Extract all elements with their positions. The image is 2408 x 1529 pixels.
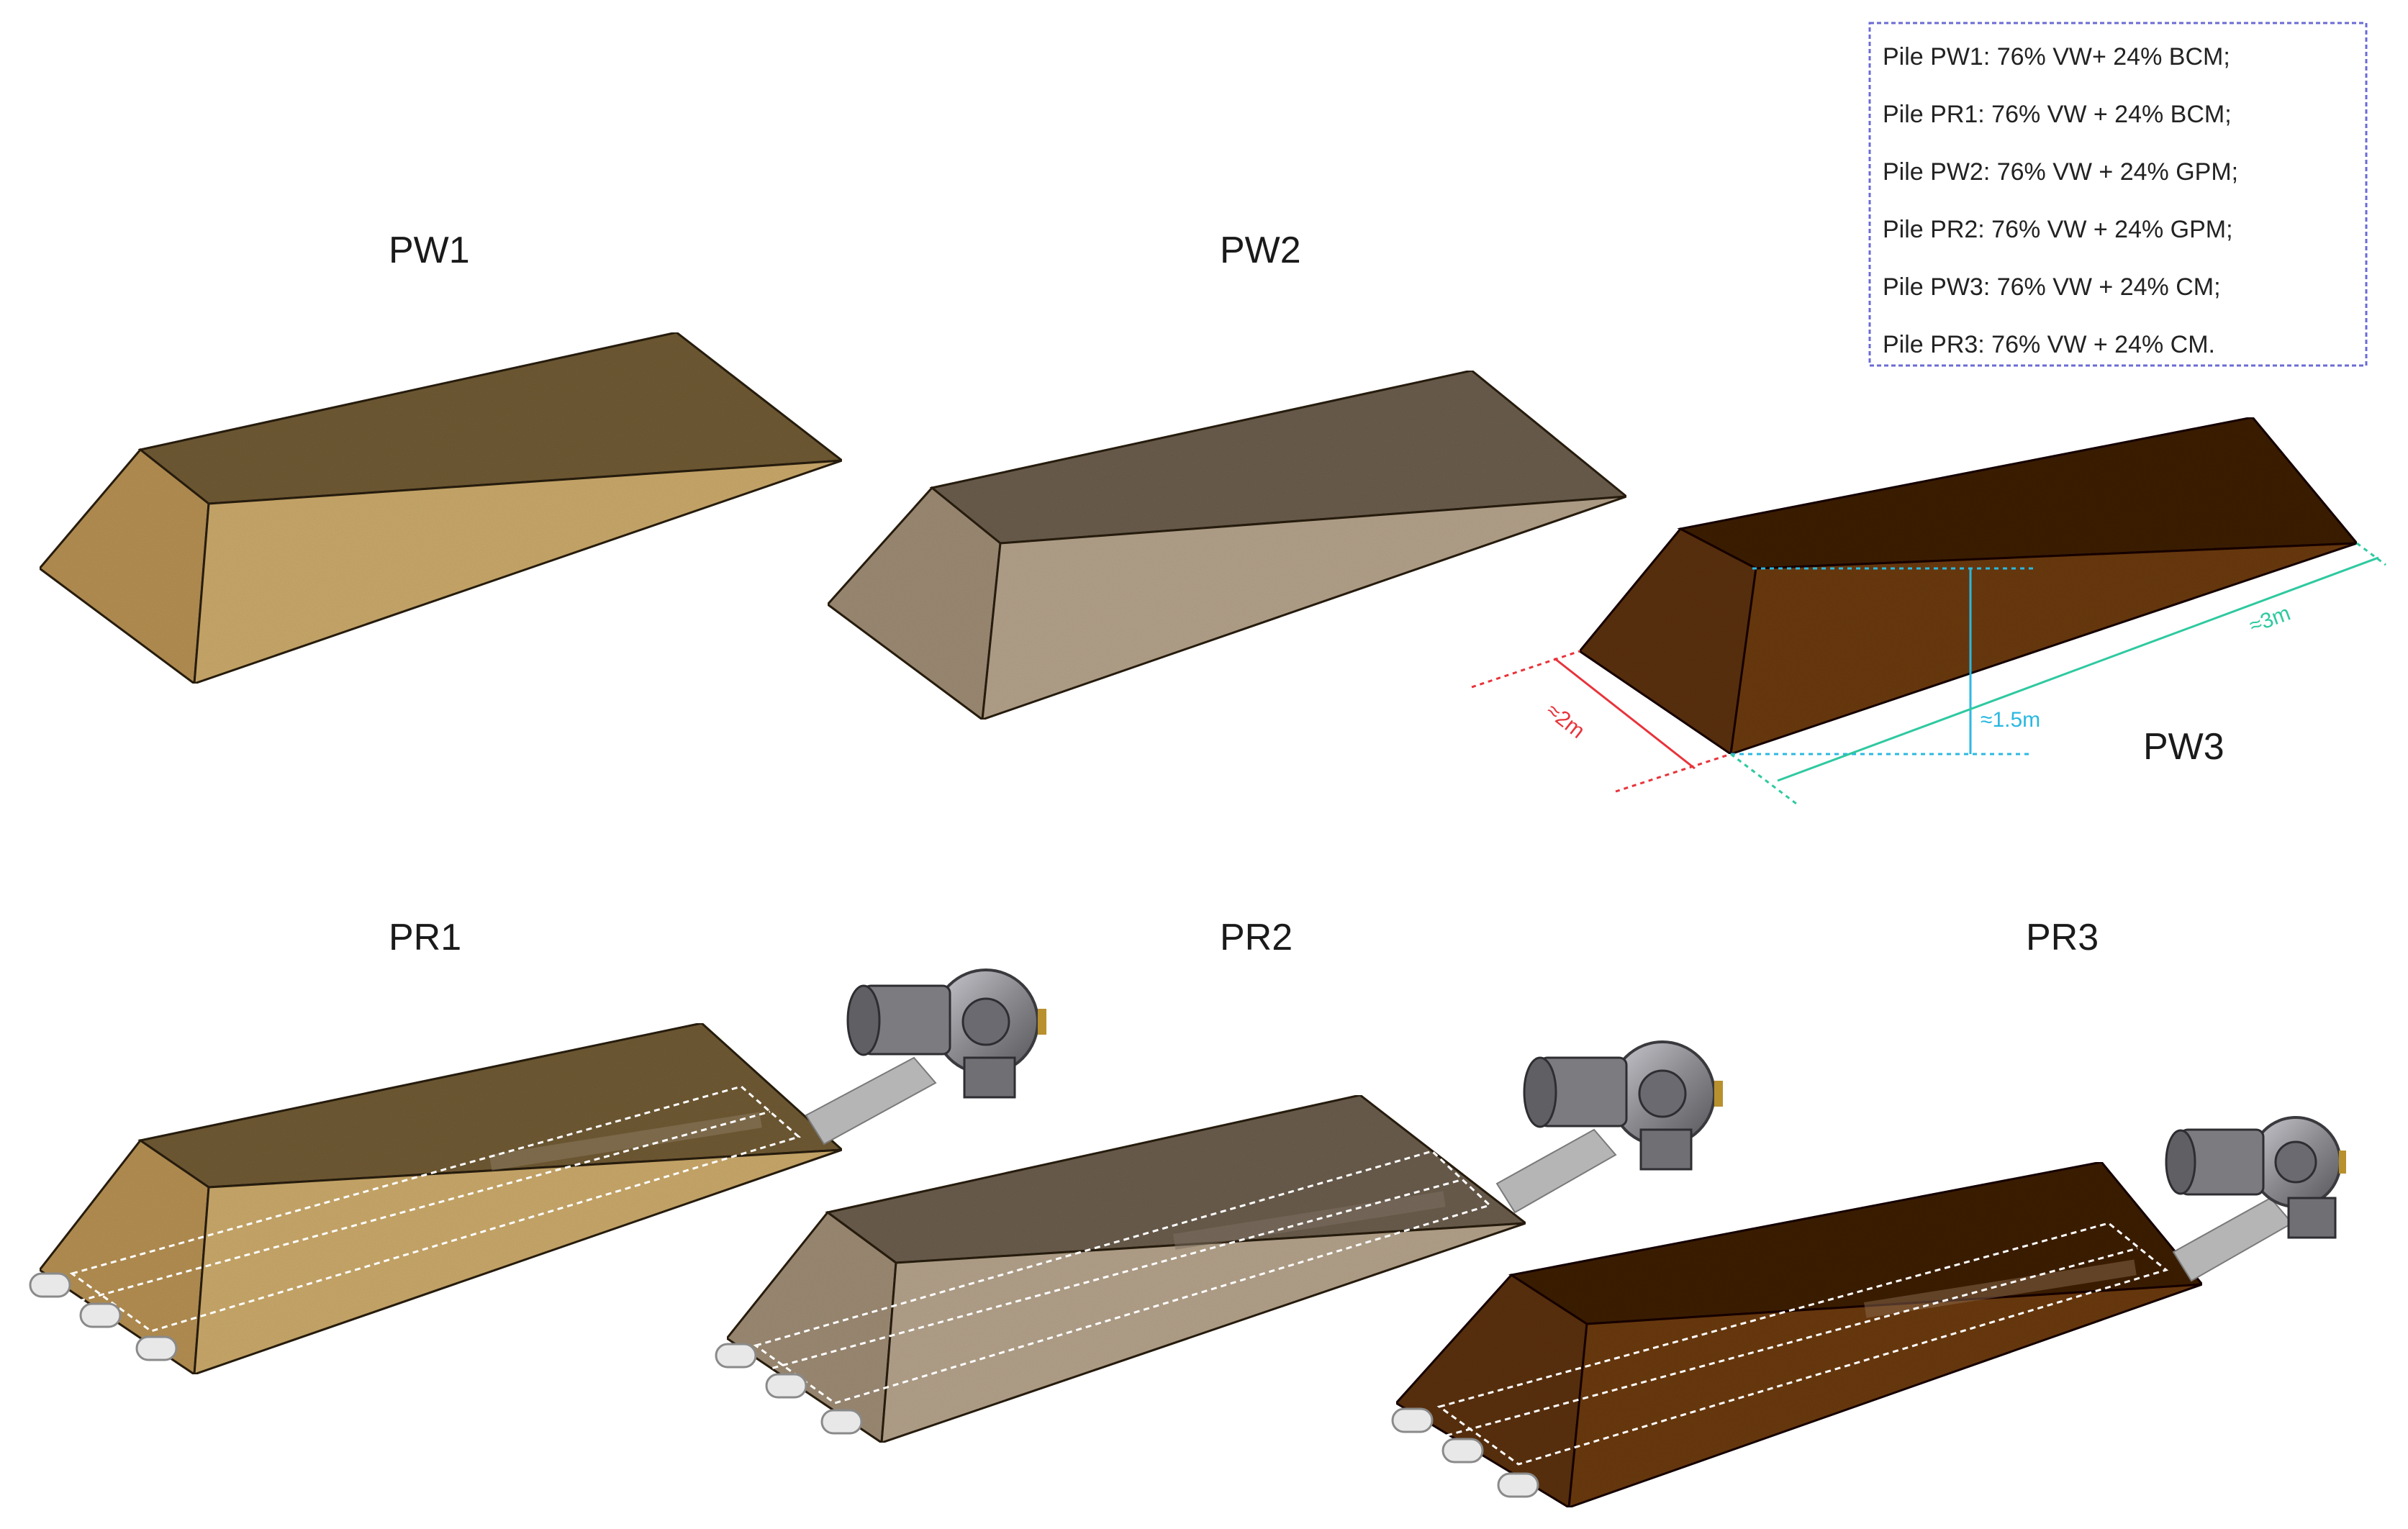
- aeration-pipe-centerline: [1446, 1247, 2138, 1437]
- pile-pw1: [37, 331, 846, 686]
- height-dim-label: ≈1.5m: [1981, 708, 2040, 732]
- blower-fan: [1523, 1040, 1723, 1171]
- pile-pr1: [29, 968, 1046, 1376]
- pile-end-face: [1394, 1274, 1588, 1510]
- blower-hub: [1638, 1069, 1687, 1118]
- legend-line-pr2: Pile PR2: 76% VW + 24% GPM;: [1883, 216, 2233, 243]
- air-duct: [805, 1056, 937, 1145]
- length-dim-extension-start: [1730, 753, 1800, 807]
- pipe-outlet: [79, 1302, 122, 1328]
- pipe-outlet: [135, 1335, 178, 1361]
- pile-front-face: [193, 459, 843, 686]
- pile-label-pr2: PR2: [1220, 917, 1293, 958]
- pipe-outlets: [1391, 1407, 1539, 1498]
- length-dim-label: ≈3m: [2246, 602, 2294, 638]
- pile-front-face: [981, 495, 1627, 722]
- legend-line-pr3: Pile PR3: 76% VW + 24% CM.: [1883, 331, 2215, 358]
- blower-motor-cap: [1523, 1056, 1557, 1128]
- pipe-outlet: [1497, 1472, 1539, 1498]
- pile-pr3: [1391, 1116, 2346, 1510]
- blower-fitting: [1714, 1081, 1723, 1107]
- length-dim-extension-end: [2356, 542, 2386, 566]
- width-dim-line: [1554, 657, 1696, 770]
- aeration-pipe-outline: [1436, 1222, 2169, 1466]
- legend-line-pw3: Pile PW3: 76% VW + 24% CM;: [1883, 273, 2221, 301]
- pile-front-face: [1729, 542, 2358, 756]
- pile-label-pw2: PW2: [1220, 230, 1301, 271]
- aeration-pipe-outline: [69, 1085, 802, 1333]
- pile-end-face: [825, 486, 1002, 722]
- air-duct: [2172, 1197, 2294, 1282]
- blower-hub: [961, 997, 1010, 1046]
- legend-box: Pile PW1: 76% VW+ 24% BCM; Pile PR1: 76%…: [1868, 22, 2368, 367]
- pipe-outlet: [29, 1272, 71, 1298]
- legend-line-pr1: Pile PR1: 76% VW + 24% BCM;: [1883, 101, 2232, 128]
- length-dim-line: [1777, 556, 2379, 782]
- pile-label-pr3: PR3: [2026, 917, 2099, 958]
- internal-duct: [1864, 1259, 2137, 1318]
- pipe-outlets: [29, 1272, 178, 1361]
- pile-pr2: [715, 1040, 1723, 1445]
- blower-motor-cap: [846, 984, 881, 1056]
- width-dim-extension-top: [1471, 650, 1580, 689]
- pile-label-pr1: PR1: [389, 917, 461, 958]
- legend-border: [1868, 22, 2368, 367]
- pile-label-pw1: PW1: [389, 230, 470, 271]
- blower-motor-cap: [2165, 1129, 2196, 1195]
- pile-front-face: [193, 1148, 843, 1376]
- blower-outlet: [2287, 1197, 2337, 1239]
- blower-fitting: [2339, 1151, 2346, 1174]
- blower-fitting: [1038, 1009, 1046, 1035]
- blower-fan: [2165, 1116, 2346, 1239]
- air-duct: [1495, 1128, 1617, 1214]
- blower-hub: [2274, 1140, 2317, 1184]
- pipe-outlet: [765, 1373, 807, 1399]
- blower-fan: [846, 968, 1046, 1099]
- blower-outlet: [1639, 1128, 1693, 1171]
- legend-line-pw1: Pile PW1: 76% VW+ 24% BCM;: [1883, 43, 2230, 71]
- pipe-outlet: [1441, 1438, 1484, 1464]
- pipe-outlet: [820, 1409, 863, 1435]
- blower-outlet: [963, 1056, 1016, 1099]
- pile-pw3: [1578, 416, 2360, 756]
- width-dim-extension-bottom: [1615, 753, 1732, 793]
- pile-end-face: [37, 1138, 210, 1376]
- aeration-pipe-centerline: [78, 1110, 771, 1302]
- pile-end-face: [725, 1210, 897, 1445]
- pile-end-face: [37, 448, 210, 686]
- pipe-outlets: [715, 1343, 863, 1435]
- width-dim-label: ≈2m: [1542, 699, 1589, 743]
- pipe-outlet: [715, 1343, 757, 1369]
- legend-line-pw2: Pile PW2: 76% VW + 24% GPM;: [1883, 158, 2238, 186]
- pile-label-pw3: PW3: [2143, 726, 2224, 768]
- pile-top-face: [1677, 416, 2360, 570]
- pile-end-face: [1578, 527, 1757, 756]
- pipe-outlet: [1391, 1407, 1434, 1433]
- pile-pw2: [825, 369, 1629, 722]
- internal-duct: [489, 1112, 762, 1171]
